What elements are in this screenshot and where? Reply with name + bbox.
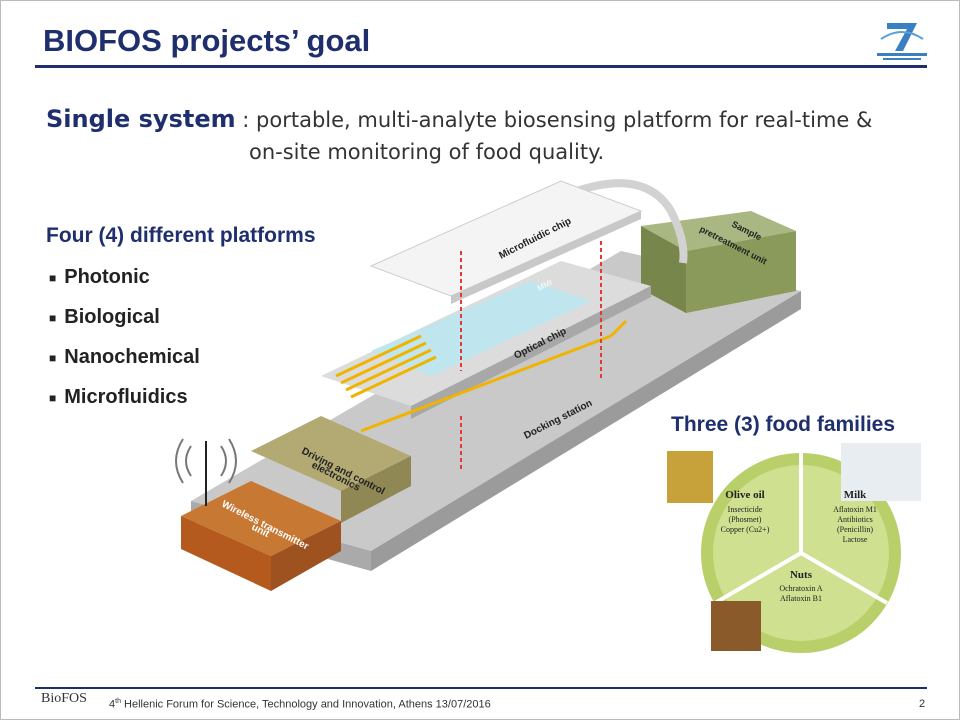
list-item: ■ Nanochemical bbox=[49, 346, 200, 386]
bullet-icon: ■ bbox=[49, 271, 57, 285]
footer-num: 4 bbox=[109, 698, 116, 711]
olive-item: (Phosmet) bbox=[729, 515, 762, 524]
wireless-unit-block bbox=[181, 481, 341, 556]
list-item: ■ Biological bbox=[49, 306, 200, 346]
olive-item: Copper (Cu2+) bbox=[721, 525, 770, 534]
milk-item: Lactose bbox=[843, 535, 868, 544]
olive-oil-image bbox=[667, 451, 713, 503]
platform-biological: Biological bbox=[64, 306, 160, 328]
milk-item: (Penicillin) bbox=[837, 525, 873, 534]
title-divider bbox=[35, 65, 927, 68]
bullet-icon: ■ bbox=[49, 351, 57, 365]
milk-item: Antibiotics bbox=[837, 515, 873, 524]
page-number: 2 bbox=[919, 698, 926, 710]
nuts-item: Aflatoxin B1 bbox=[780, 594, 822, 603]
intro-line2: on-site monitoring of food quality. bbox=[249, 140, 605, 164]
tube-line bbox=[549, 179, 688, 264]
milk-title: Milk bbox=[844, 489, 867, 501]
platforms-list: ■ Photonic ■ Biological ■ Nanochemical ■ Mic… bbox=[49, 266, 200, 426]
platforms-heading: Four (4) different platforms bbox=[46, 224, 316, 247]
electronics-block bbox=[251, 416, 411, 491]
food-families-heading: Three (3) food families bbox=[671, 413, 896, 436]
biofos-logo: BioFOS bbox=[41, 691, 87, 706]
platform-microfluidics: Microfluidics bbox=[64, 386, 188, 408]
bullet-icon: ■ bbox=[49, 391, 57, 405]
footer-sup: th bbox=[115, 698, 121, 705]
olive-item: Insecticide bbox=[728, 505, 763, 514]
gold-traces bbox=[335, 319, 628, 433]
alignment-arrows bbox=[460, 241, 602, 471]
bullet-icon: ■ bbox=[49, 311, 57, 325]
milk-item: Aflatoxin M1 bbox=[833, 505, 877, 514]
nuts-image bbox=[711, 601, 761, 651]
slide-title: BIOFOS projects’ goal bbox=[43, 23, 371, 58]
footer-divider bbox=[35, 687, 927, 689]
nuts-title: Nuts bbox=[790, 569, 813, 581]
food-families-wheel: Olive oil Insecticide (Phosmet) Copper (… bbox=[667, 443, 921, 653]
nuts-item: Ochratoxin A bbox=[779, 584, 823, 593]
intro-text: Single system : portable, multi-analyte … bbox=[46, 103, 926, 164]
intro-line1: : portable, multi-analyte biosensing pla… bbox=[235, 108, 873, 132]
biosensor-diagram: Microfluidic chip MMI Optical chip Docki… bbox=[175, 179, 801, 591]
platform-photonic: Photonic bbox=[64, 266, 150, 288]
list-item: ■ Photonic bbox=[49, 266, 200, 306]
list-item: ■ Microfluidics bbox=[49, 386, 200, 426]
footer-text: 4th Hellenic Forum for Science, Technolo… bbox=[109, 698, 491, 711]
fp7-logo-icon bbox=[873, 17, 931, 63]
milk-image bbox=[841, 443, 921, 501]
intro-head: Single system bbox=[46, 105, 236, 133]
footer-caption: Hellenic Forum for Science, Technology a… bbox=[120, 698, 491, 711]
platform-nanochemical: Nanochemical bbox=[64, 346, 200, 368]
olive-oil-title: Olive oil bbox=[725, 489, 764, 501]
